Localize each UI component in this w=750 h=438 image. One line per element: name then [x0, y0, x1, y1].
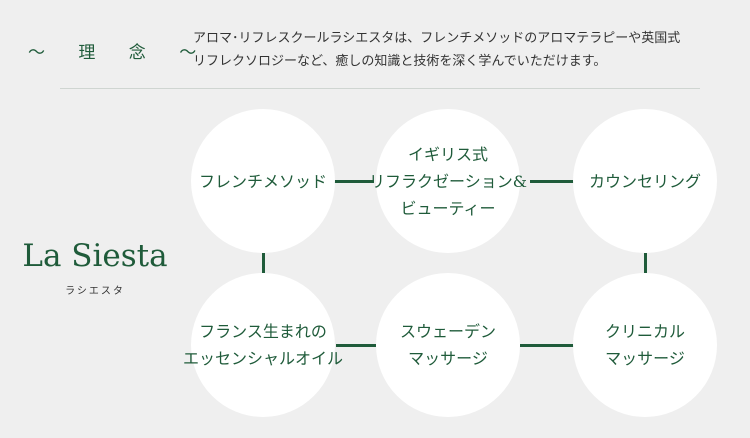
uk-reflex-line-2: リフラクゼーション&	[369, 171, 527, 191]
circle-clinical: クリニカル マッサージ	[573, 273, 717, 417]
brand-logo: La Siesta ラシエスタ	[22, 238, 168, 297]
french-oil-line-2: エッセンシャルオイル	[182, 349, 343, 368]
brand-name: La Siesta	[22, 238, 168, 274]
circle-french-oil: フランス生まれの エッセンシャルオイル	[183, 273, 343, 417]
circle-label: カウンセリング	[589, 168, 701, 195]
connector-bottom-left	[336, 344, 376, 347]
circle-french-method: フレンチメソッド	[191, 109, 335, 253]
circle-swedish: スウェーデン マッサージ	[376, 273, 520, 417]
swedish-line-2: マッサージ	[408, 349, 488, 368]
section-divider	[60, 88, 700, 89]
philosophy-text-line-2: リフレクソロジーなど、癒しの知識と技術を深く学んでいただけます。	[193, 54, 607, 69]
connector-top-left	[334, 180, 374, 183]
french-method-label: フレンチメソッド	[198, 171, 327, 191]
swedish-line-1: スウェーデン	[399, 322, 496, 341]
connector-right-vertical	[644, 253, 647, 273]
clinical-line-1: クリニカル	[604, 322, 685, 341]
circle-label: スウェーデン マッサージ	[400, 318, 496, 372]
french-oil-line-1: フランス生まれの	[199, 322, 327, 341]
counseling-label: カウンセリング	[588, 171, 701, 191]
connector-top-right	[530, 180, 574, 183]
clinical-line-2: マッサージ	[605, 349, 685, 368]
connector-bottom-right	[520, 344, 574, 347]
brand-kana: ラシエスタ	[65, 286, 125, 297]
circle-counseling: カウンセリング	[573, 109, 717, 253]
circle-uk-reflex: イギリス式 リフラクゼーション& ビューティー	[369, 109, 527, 253]
circle-label: フランス生まれの エッセンシャルオイル	[183, 318, 343, 372]
uk-reflex-line-1: イギリス式	[407, 144, 488, 164]
circle-label: クリニカル マッサージ	[605, 318, 685, 372]
circle-label: イギリス式 リフラクゼーション& ビューティー	[369, 141, 527, 222]
philosophy-text: アロマ･リフレスクールラシエスタは、フレンチメソッドのアロマテラピーや英国式 リ…	[193, 27, 733, 73]
philosophy-heading: ～ 理 念 ～	[28, 43, 211, 63]
connector-left-vertical	[262, 253, 265, 273]
uk-reflex-line-3: ビューティー	[400, 198, 496, 218]
philosophy-text-line-1: アロマ･リフレスクールラシエスタは、フレンチメソッドのアロマテラピーや英国式	[193, 31, 681, 46]
circle-label: フレンチメソッド	[199, 168, 327, 195]
